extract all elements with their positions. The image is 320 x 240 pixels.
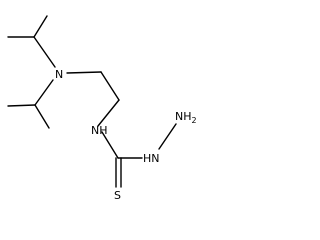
bond-nh-nh2 bbox=[158, 123, 177, 150]
atom-label-hydrazine-nh2: NH2 bbox=[175, 110, 197, 125]
bond-isopropyl-2-n-ch bbox=[34, 79, 54, 106]
bond-methyl-2b bbox=[34, 104, 50, 129]
bond-methyl-2a bbox=[7, 104, 36, 107]
atom-label-thioamide-nh: NH bbox=[91, 124, 108, 137]
atom-label-nh2-subscript: 2 bbox=[192, 116, 197, 125]
bond-ch2-nh bbox=[97, 99, 120, 127]
atom-label-nh2-main: NH bbox=[175, 110, 192, 123]
bond-isopropyl-1-ch-n bbox=[33, 36, 56, 68]
bond-nh-c bbox=[101, 131, 119, 159]
atom-label-amine-n: N bbox=[55, 68, 63, 81]
molecule-structure: N NH HN NH2 S bbox=[7, 15, 197, 202]
bond-n-ch2 bbox=[66, 71, 102, 74]
bond-ch2-ch2 bbox=[100, 71, 120, 101]
bond-isopropyl-1-ch-up bbox=[33, 15, 48, 38]
atom-label-hydrazine-nh: HN bbox=[143, 152, 160, 165]
atom-label-thione-s: S bbox=[114, 189, 121, 202]
